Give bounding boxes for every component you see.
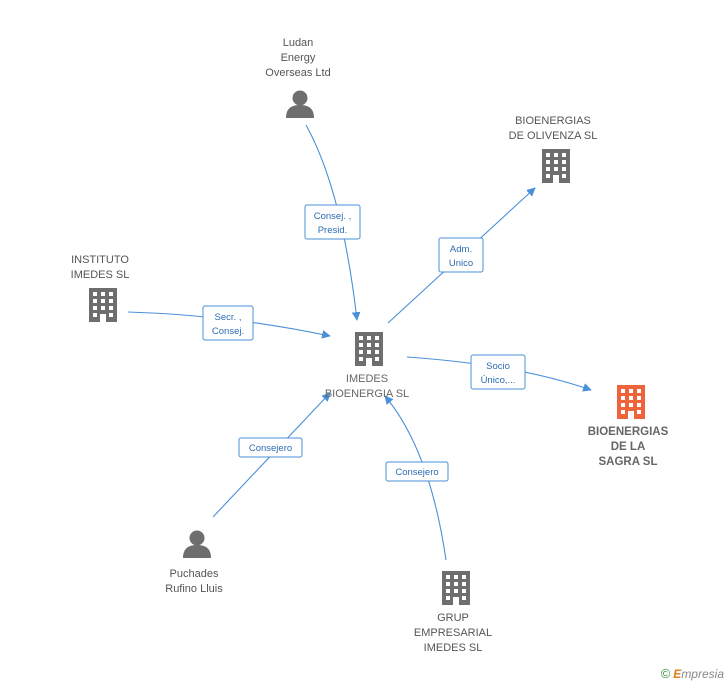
node-main-line2: BIOENERGIA SL <box>325 388 409 400</box>
edge-label-inst-line1: Secr. , <box>215 312 242 323</box>
edge-label-grup-text: Consejero <box>395 467 438 478</box>
edge-label-oliv-line2: Unico <box>449 258 473 269</box>
copyright-icon: © <box>660 666 671 681</box>
building-icon <box>355 332 383 366</box>
person-icon <box>286 90 314 118</box>
building-icon <box>89 288 117 322</box>
building-icon <box>442 571 470 605</box>
node-grup-line1: GRUP <box>437 612 469 624</box>
node-oliv[interactable]: BIOENERGIAS DE OLIVENZA SL <box>509 115 598 183</box>
node-ludan-line1: Ludan <box>283 37 314 49</box>
edge-label-sagra: Socio Único,... <box>470 354 526 390</box>
edge-label-puch-text: Consejero <box>249 443 292 454</box>
node-main[interactable]: IMEDES BIOENERGIA SL <box>325 332 409 400</box>
edge-label-ludan-line1: Consej. , <box>314 211 352 222</box>
node-sagra-line1: BIOENERGIAS <box>588 426 669 438</box>
brand-logo: Empresia <box>673 667 724 681</box>
brand-rest: mpresia <box>681 667 724 681</box>
edge-label-grup: Consejero <box>385 461 449 482</box>
node-sagra[interactable]: BIOENERGIAS DE LA SAGRA SL <box>588 385 669 468</box>
edge-label-ludan: Consej. , Presid. <box>304 204 361 240</box>
node-puch-line1: Puchades <box>170 568 219 580</box>
node-oliv-line2: DE OLIVENZA SL <box>509 130 598 142</box>
node-puch[interactable]: Puchades Rufino Lluis <box>165 530 223 596</box>
node-inst-line1: INSTITUTO <box>71 254 129 266</box>
node-sagra-line2: DE LA <box>611 441 646 453</box>
building-icon <box>617 385 645 419</box>
node-main-line1: IMEDES <box>346 373 388 385</box>
brand-initial: E <box>673 667 682 681</box>
node-ludan-line3: Overseas Ltd <box>265 67 330 79</box>
node-inst-line2: IMEDES SL <box>71 269 130 281</box>
node-ludan[interactable]: Ludan Energy Overseas Ltd <box>265 37 331 118</box>
node-grup-line3: IMEDES SL <box>424 642 483 654</box>
edge-label-inst-line2: Consej. <box>212 326 244 337</box>
edge-label-sagra-line2: Único,... <box>481 375 516 386</box>
node-puch-line2: Rufino Lluis <box>165 583 223 595</box>
node-oliv-line1: BIOENERGIAS <box>515 115 591 127</box>
edge-label-oliv-line1: Adm. <box>450 244 472 255</box>
edge-label-ludan-line2: Presid. <box>318 225 348 236</box>
footer-brand: ©Empresia <box>661 666 724 681</box>
edge-label-inst: Secr. , Consej. <box>202 305 254 341</box>
node-ludan-line2: Energy <box>281 52 316 64</box>
node-grup[interactable]: GRUP EMPRESARIAL IMEDES SL <box>414 571 492 654</box>
node-grup-line2: EMPRESARIAL <box>414 627 492 639</box>
edge-label-sagra-line1: Socio <box>486 361 510 372</box>
node-inst[interactable]: INSTITUTO IMEDES SL <box>71 254 130 322</box>
node-sagra-line3: SAGRA SL <box>599 456 658 468</box>
building-icon <box>542 149 570 183</box>
edge-label-oliv: Adm. Unico <box>438 237 484 273</box>
person-icon <box>183 530 211 558</box>
edge-label-puch: Consejero <box>238 437 303 458</box>
